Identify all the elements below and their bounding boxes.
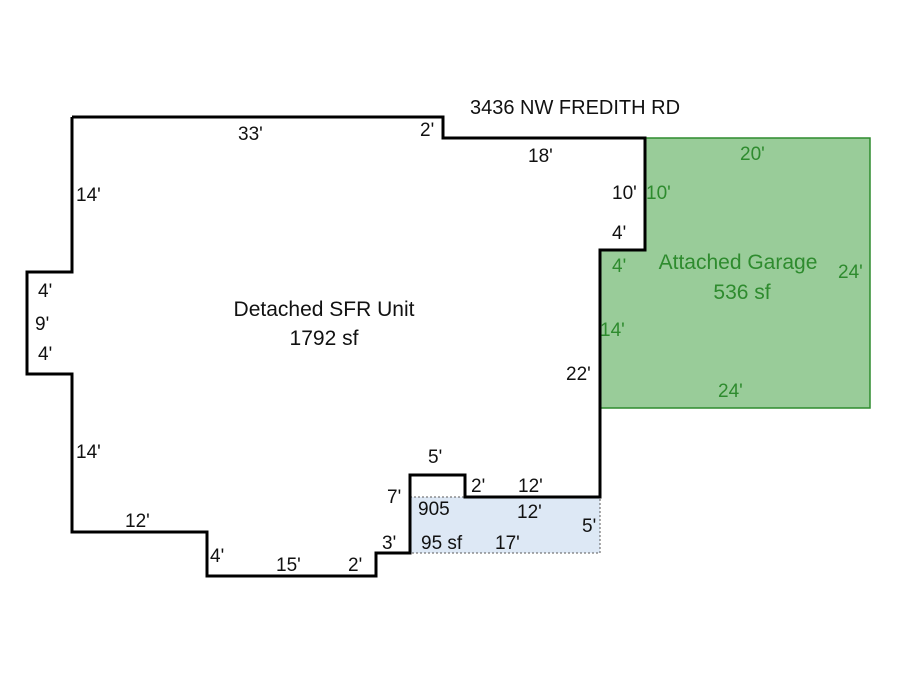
dim-label: 12' [125, 511, 150, 532]
dim-label: 4' [38, 281, 52, 302]
porch-code-label: 905 [418, 499, 450, 520]
garage-dim-label: 10' [646, 183, 671, 204]
porch-dim-label: 5' [582, 516, 596, 537]
porch-area [409, 496, 601, 554]
dim-label: 14' [76, 185, 101, 206]
dim-label: 7' [387, 487, 401, 508]
address-label: 3436 NW FREDITH RD [470, 97, 680, 119]
garage-dim-label: 24' [718, 381, 743, 402]
garage-area-label: 536 sf [713, 281, 770, 304]
dim-label: 4' [612, 223, 626, 244]
house-area-label: 1792 sf [290, 327, 359, 350]
garage-name-label: Attached Garage [659, 251, 818, 274]
dim-label: 14' [76, 442, 101, 463]
dim-label: 2' [348, 555, 362, 576]
dim-label: 15' [276, 555, 301, 576]
porch-area-label: 95 sf [421, 533, 463, 554]
house-name-label: Detached SFR Unit [234, 298, 415, 321]
garage-dim-label: 24' [838, 262, 863, 283]
dim-label: 12' [518, 476, 543, 497]
dim-label: 4' [210, 546, 224, 567]
dim-label: 22' [566, 364, 591, 385]
garage-dim-label: 14' [600, 320, 625, 341]
dim-label: 9' [35, 314, 49, 335]
dim-label: 5' [428, 447, 442, 468]
dim-label: 2' [471, 476, 485, 497]
garage-dim-label: 4' [612, 256, 626, 277]
dim-label: 33' [238, 124, 263, 145]
dim-label: 18' [528, 146, 553, 167]
dim-label: 3' [382, 533, 396, 554]
house-outline [25, 115, 647, 578]
dim-label: 2' [420, 120, 434, 141]
porch-dim-label: 12' [517, 502, 542, 523]
dim-label: 4' [38, 344, 52, 365]
garage-dim-label: 20' [740, 144, 765, 165]
dim-label: 10' [612, 183, 637, 204]
porch-dim-label: 17' [495, 533, 520, 554]
